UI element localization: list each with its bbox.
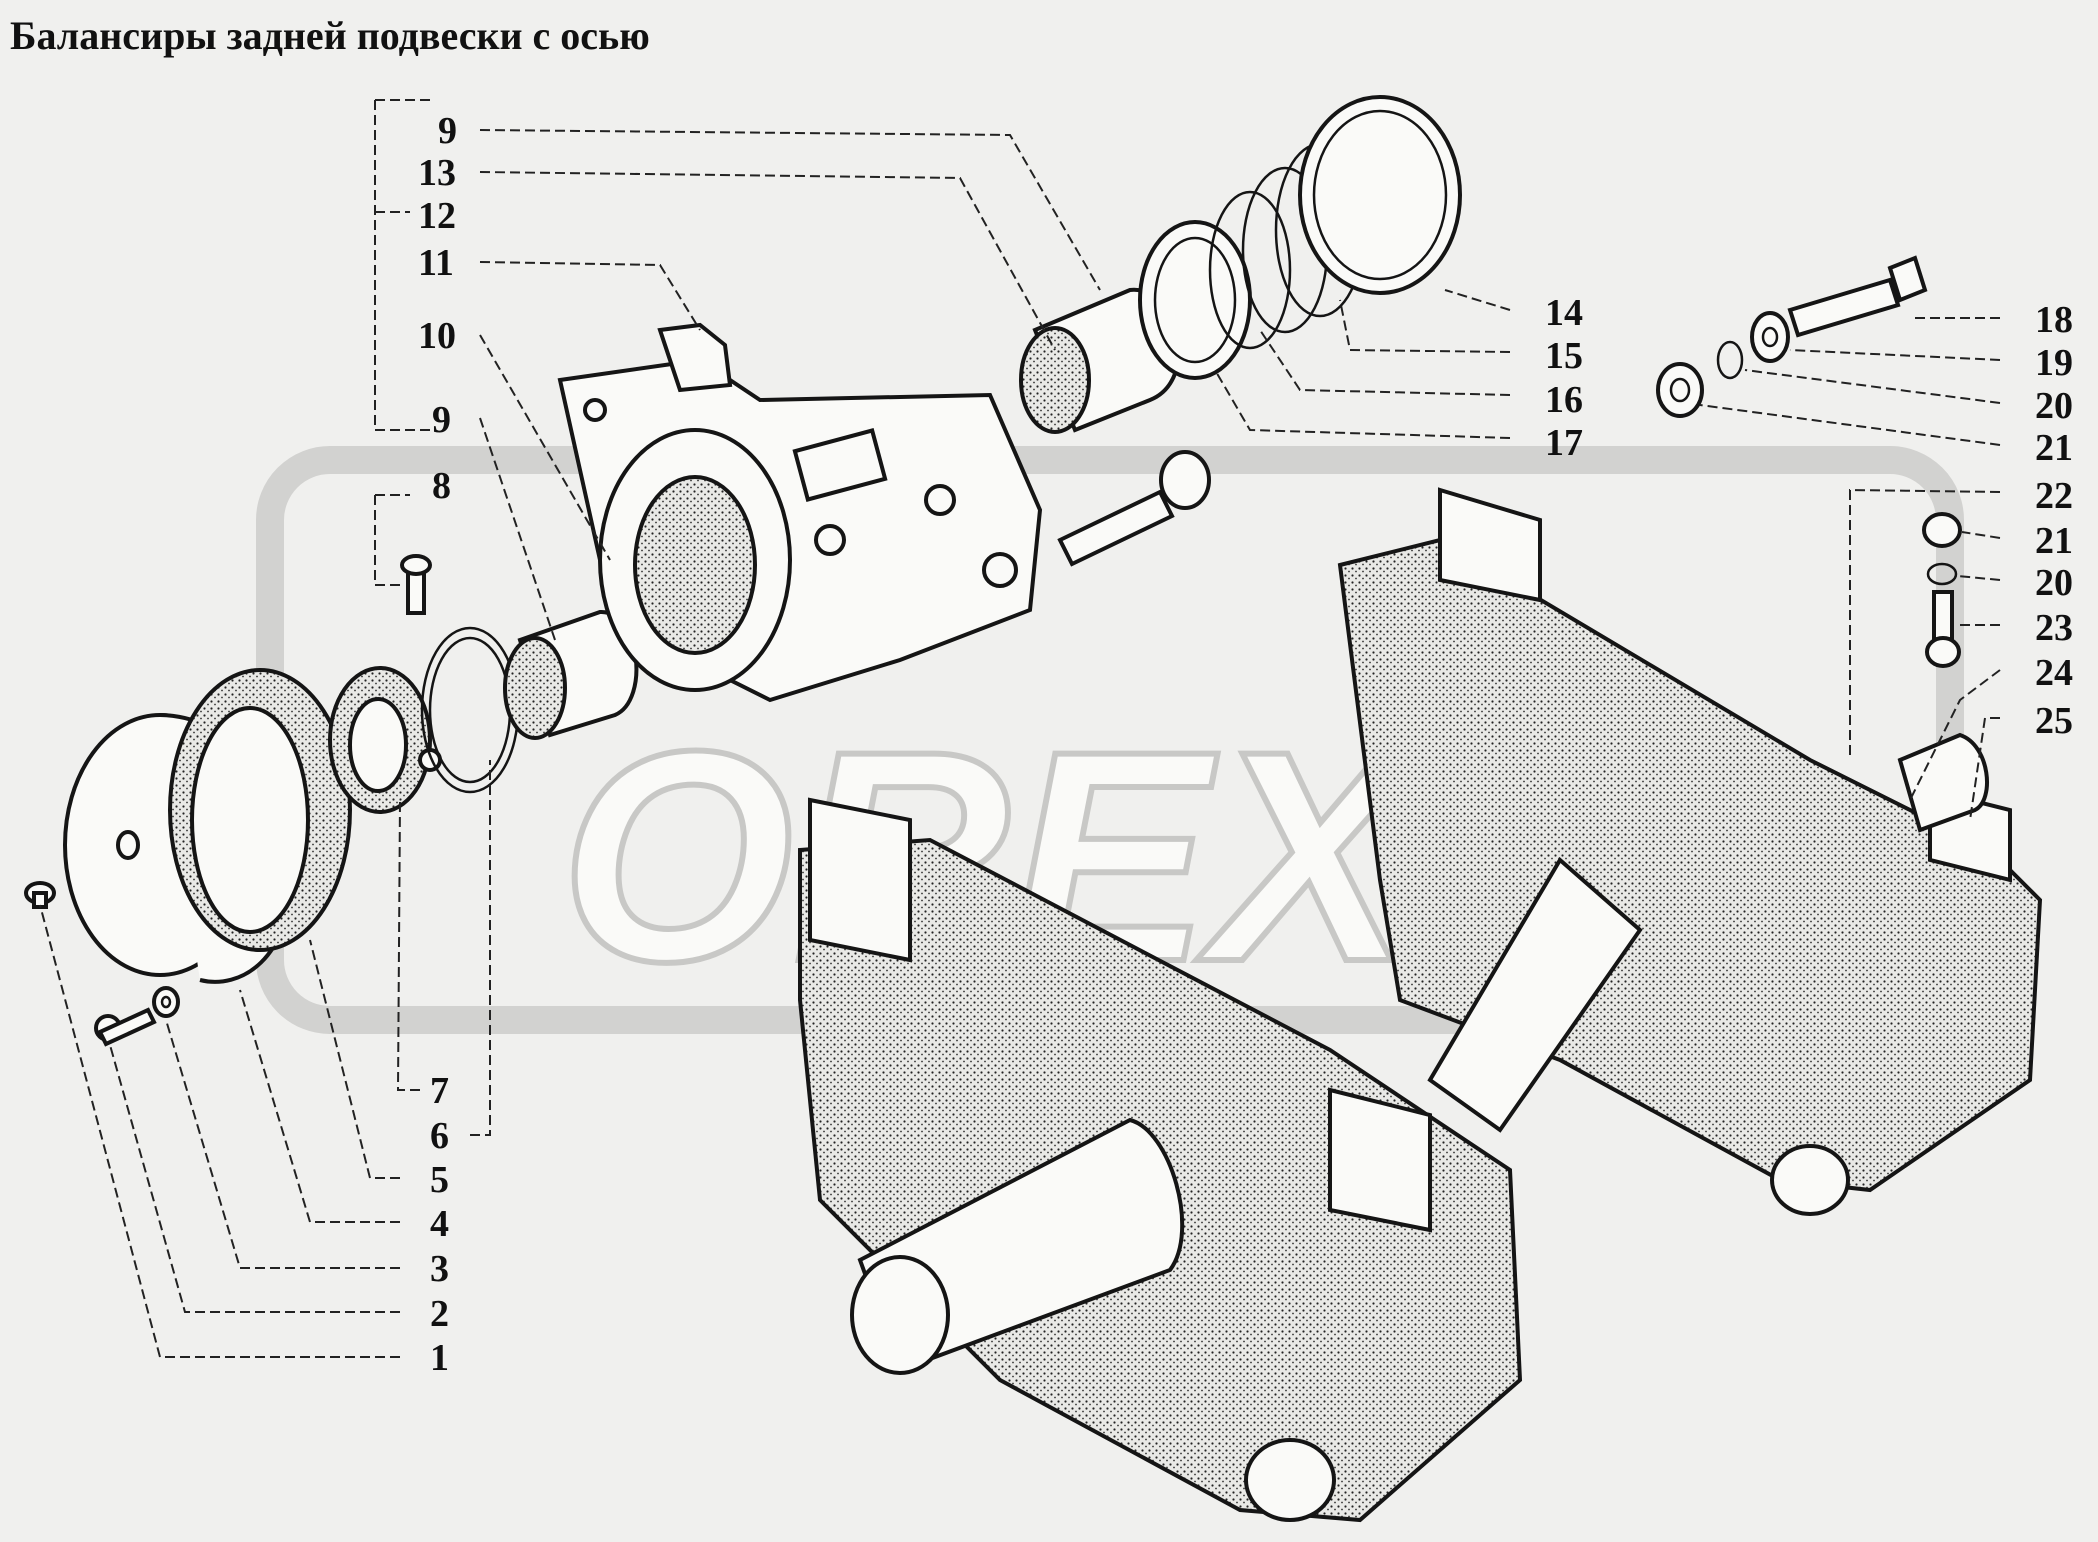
bolt-top-icon — [1057, 450, 1211, 567]
lock-washer-20-icon — [1716, 340, 1744, 380]
washer-19-icon — [1750, 311, 1790, 363]
callout-23: 23 — [2035, 607, 2073, 649]
ring-17-icon — [1138, 220, 1252, 380]
bolt-23-icon — [1925, 590, 1961, 668]
nut-21-icon — [1656, 362, 1704, 418]
gasket-5-icon — [168, 668, 352, 952]
bolt-1-icon — [24, 881, 56, 909]
callout-25: 25 — [2035, 700, 2073, 742]
callout-5: 5 — [430, 1159, 449, 1201]
callout-24: 24 — [2035, 652, 2073, 694]
callout-20-lower: 20 — [2035, 562, 2073, 604]
pin-8-icon — [400, 554, 432, 615]
callout-14: 14 — [1545, 292, 1583, 334]
callout-2: 2 — [430, 1293, 449, 1335]
nut-21-right-icon — [1922, 512, 1962, 548]
callout-11: 11 — [418, 242, 454, 284]
callout-13: 13 — [418, 152, 456, 194]
callout-10: 10 — [418, 315, 456, 357]
callout-21-upper: 21 — [2035, 427, 2073, 469]
callout-16: 16 — [1545, 379, 1583, 421]
ring-14-icon — [1298, 95, 1462, 295]
callout-20-upper: 20 — [2035, 385, 2073, 427]
balancer-housing-11-icon — [557, 322, 1043, 703]
lock-ring-6-icon — [420, 626, 520, 794]
callout-labels: 9 13 12 11 10 9 8 14 15 16 17 18 19 20 2… — [418, 110, 2073, 1379]
callout-9-upper: 9 — [438, 110, 457, 152]
callout-21-lower: 21 — [2035, 520, 2073, 562]
callout-8: 8 — [432, 465, 451, 507]
callout-1: 1 — [430, 1337, 449, 1379]
callout-19: 19 — [2035, 342, 2073, 384]
callout-22: 22 — [2035, 475, 2073, 517]
callout-4: 4 — [430, 1203, 449, 1245]
washer-20-right-icon — [1926, 562, 1958, 586]
callout-6: 6 — [430, 1115, 449, 1157]
callout-7: 7 — [430, 1070, 449, 1112]
axle-beam-icon — [798, 487, 2043, 1523]
bushing-9-lower-icon — [503, 609, 639, 740]
bolt-18-icon — [1787, 255, 1928, 338]
nut-ring-7-icon — [328, 666, 442, 814]
leader-lines — [39, 99, 2001, 1358]
callout-12: 12 — [418, 195, 456, 237]
callout-9-lower: 9 — [432, 399, 451, 441]
callout-15: 15 — [1545, 335, 1583, 377]
callout-18: 18 — [2035, 299, 2073, 341]
washer-3-icon — [152, 986, 180, 1018]
callout-3: 3 — [430, 1248, 449, 1290]
callout-17: 17 — [1545, 422, 1583, 464]
bolt-2-icon — [94, 1007, 157, 1047]
diagram-title: Балансиры задней подвески с осью — [10, 13, 650, 58]
